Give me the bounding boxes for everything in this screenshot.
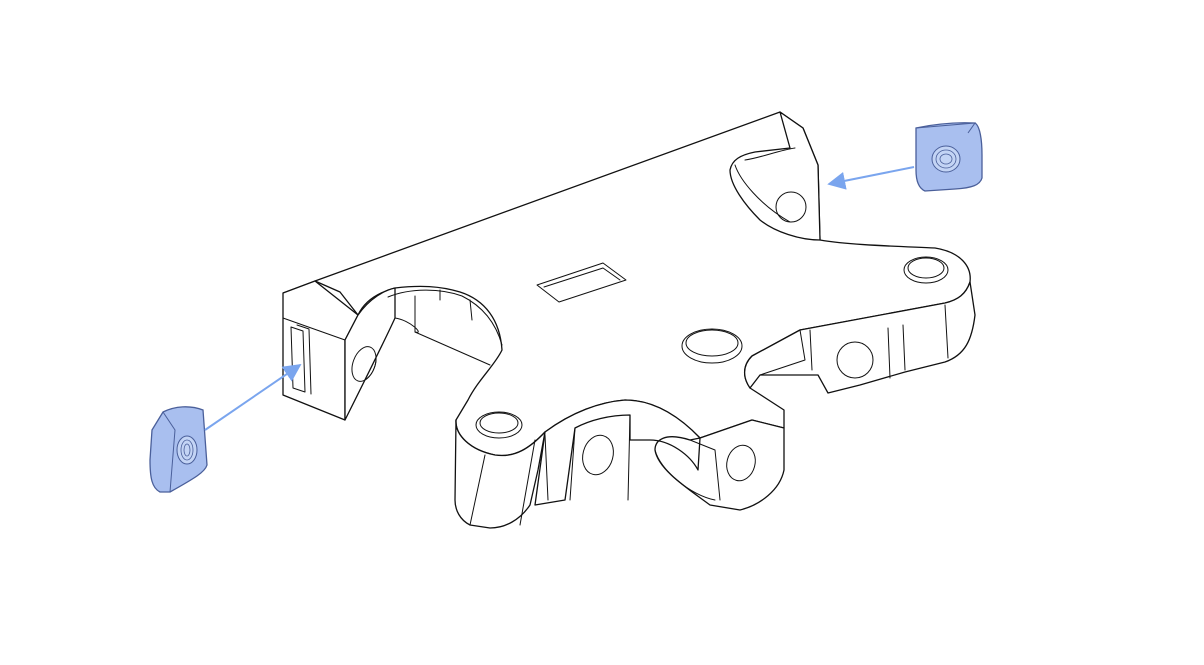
bracket-part	[282, 111, 976, 529]
front-center-hole	[582, 434, 614, 476]
t-nut-left-thread	[176, 435, 198, 465]
top-hole-front-left	[475, 411, 523, 439]
insert-arrow-left	[204, 363, 302, 431]
top-square-slot	[536, 262, 627, 303]
right-block-hole	[775, 191, 807, 223]
front-center-arch	[534, 399, 785, 511]
top-hole-right	[903, 256, 949, 284]
t-nut-left	[149, 406, 208, 493]
insert-arrow-right	[827, 166, 915, 190]
front-left-lobe	[454, 419, 546, 529]
left-pocket	[387, 289, 503, 346]
right-lobe-hole	[836, 341, 874, 379]
bracket-right-block	[729, 111, 821, 241]
t-nut-right	[915, 122, 983, 192]
top-hole-center	[681, 328, 743, 364]
front-right-hole	[726, 444, 756, 482]
right-lobe-side	[743, 281, 976, 394]
